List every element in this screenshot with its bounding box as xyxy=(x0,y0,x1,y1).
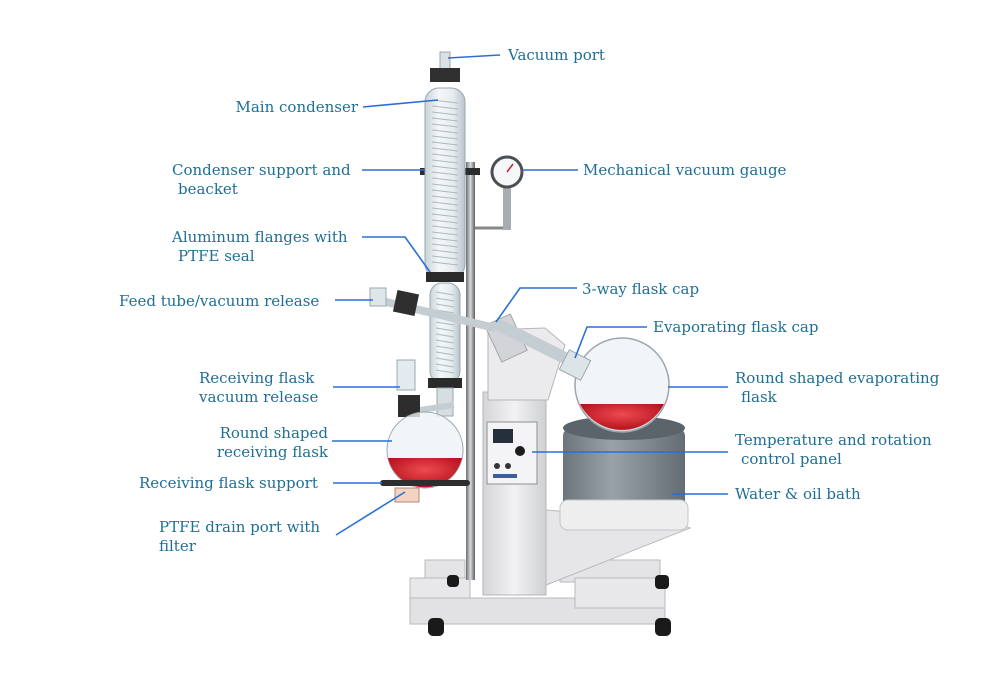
label-feed-tube: Feed tube/vacuum release xyxy=(119,292,320,310)
leader-evaporating-cap xyxy=(574,326,647,359)
coil-turn xyxy=(431,153,459,158)
coil-turn xyxy=(435,357,455,362)
support-pole xyxy=(466,162,475,580)
coil-turn xyxy=(431,243,459,248)
gauge-bracket xyxy=(475,188,511,230)
main-condenser xyxy=(424,51,466,417)
label-control-panel: Temperature and rotation control panel xyxy=(735,431,932,468)
coil-turn xyxy=(431,147,459,152)
water-oil-bath xyxy=(559,416,689,531)
label-main-condenser: Main condenser xyxy=(235,98,358,116)
coil-turn xyxy=(435,327,455,332)
coil-turn xyxy=(431,165,459,170)
coil-turn xyxy=(431,171,459,176)
coil-turn xyxy=(431,159,459,164)
coil-turn xyxy=(435,333,455,338)
coil-turn xyxy=(431,129,459,134)
coil-turn xyxy=(431,201,459,206)
receiving-flask xyxy=(380,359,470,503)
coil-turn xyxy=(431,255,459,260)
coil-turn xyxy=(431,105,459,110)
coil-turn xyxy=(431,261,459,266)
label-condenser-support: Condenser support and beacket xyxy=(172,161,351,198)
coil-turn xyxy=(431,225,459,230)
leader-aluminum-flanges xyxy=(362,236,431,273)
evaporating-flask xyxy=(492,317,670,433)
label-evaporating-cap: Evaporating flask cap xyxy=(653,318,819,336)
feed-tube xyxy=(369,287,496,332)
coil-turn xyxy=(431,213,459,218)
label-vacuum-port: Vacuum port xyxy=(508,46,605,64)
caster-wheels xyxy=(428,575,671,636)
mechanical-vacuum-gauge xyxy=(490,155,524,189)
coil-turn xyxy=(435,351,455,356)
label-aluminum-flanges: Aluminum flanges with PTFE seal xyxy=(172,228,348,265)
coil-turn xyxy=(431,123,459,128)
label-three-way-cap: 3-way flask cap xyxy=(582,280,700,298)
coil-turn xyxy=(431,219,459,224)
label-mechanical-gauge: Mechanical vacuum gauge xyxy=(583,161,787,179)
coil-turn xyxy=(431,207,459,212)
coil-turn xyxy=(435,339,455,344)
coil-turn xyxy=(435,297,455,302)
label-round-evaporating: Round shaped evaporating flask xyxy=(735,369,940,406)
label-receiving-support: Receiving flask support xyxy=(139,474,318,492)
coil-turn xyxy=(431,117,459,122)
leader-three-way-cap xyxy=(495,287,577,323)
leader-lines xyxy=(332,54,728,536)
label-ptfe-drain: PTFE drain port with filter xyxy=(159,518,321,555)
coil-turn xyxy=(431,177,459,182)
coil-turn xyxy=(431,249,459,254)
label-round-receiving: Round shaped receiving flask xyxy=(216,424,328,461)
coil-turn xyxy=(435,345,455,350)
control-panel xyxy=(486,421,538,485)
coil-turn xyxy=(435,369,455,374)
coil-turn xyxy=(431,141,459,146)
coil-turn xyxy=(431,111,459,116)
coil-turn xyxy=(431,231,459,236)
leader-main-condenser xyxy=(362,99,439,108)
coil-turn xyxy=(435,321,455,326)
label-receiving-vacuum-release: Receiving flask vacuum release xyxy=(199,369,319,406)
leader-vacuum-port xyxy=(447,54,501,59)
base-frame xyxy=(409,559,666,625)
coil-turn xyxy=(431,189,459,194)
coil-turn xyxy=(435,291,455,296)
coil-turn xyxy=(435,363,455,368)
coil-turn xyxy=(431,237,459,242)
coil-turn xyxy=(431,135,459,140)
leader-ptfe-drain xyxy=(335,491,406,536)
label-bath: Water & oil bath xyxy=(735,485,861,503)
coil-turn xyxy=(431,183,459,188)
coil-turn xyxy=(435,303,455,308)
coil-turn xyxy=(431,195,459,200)
